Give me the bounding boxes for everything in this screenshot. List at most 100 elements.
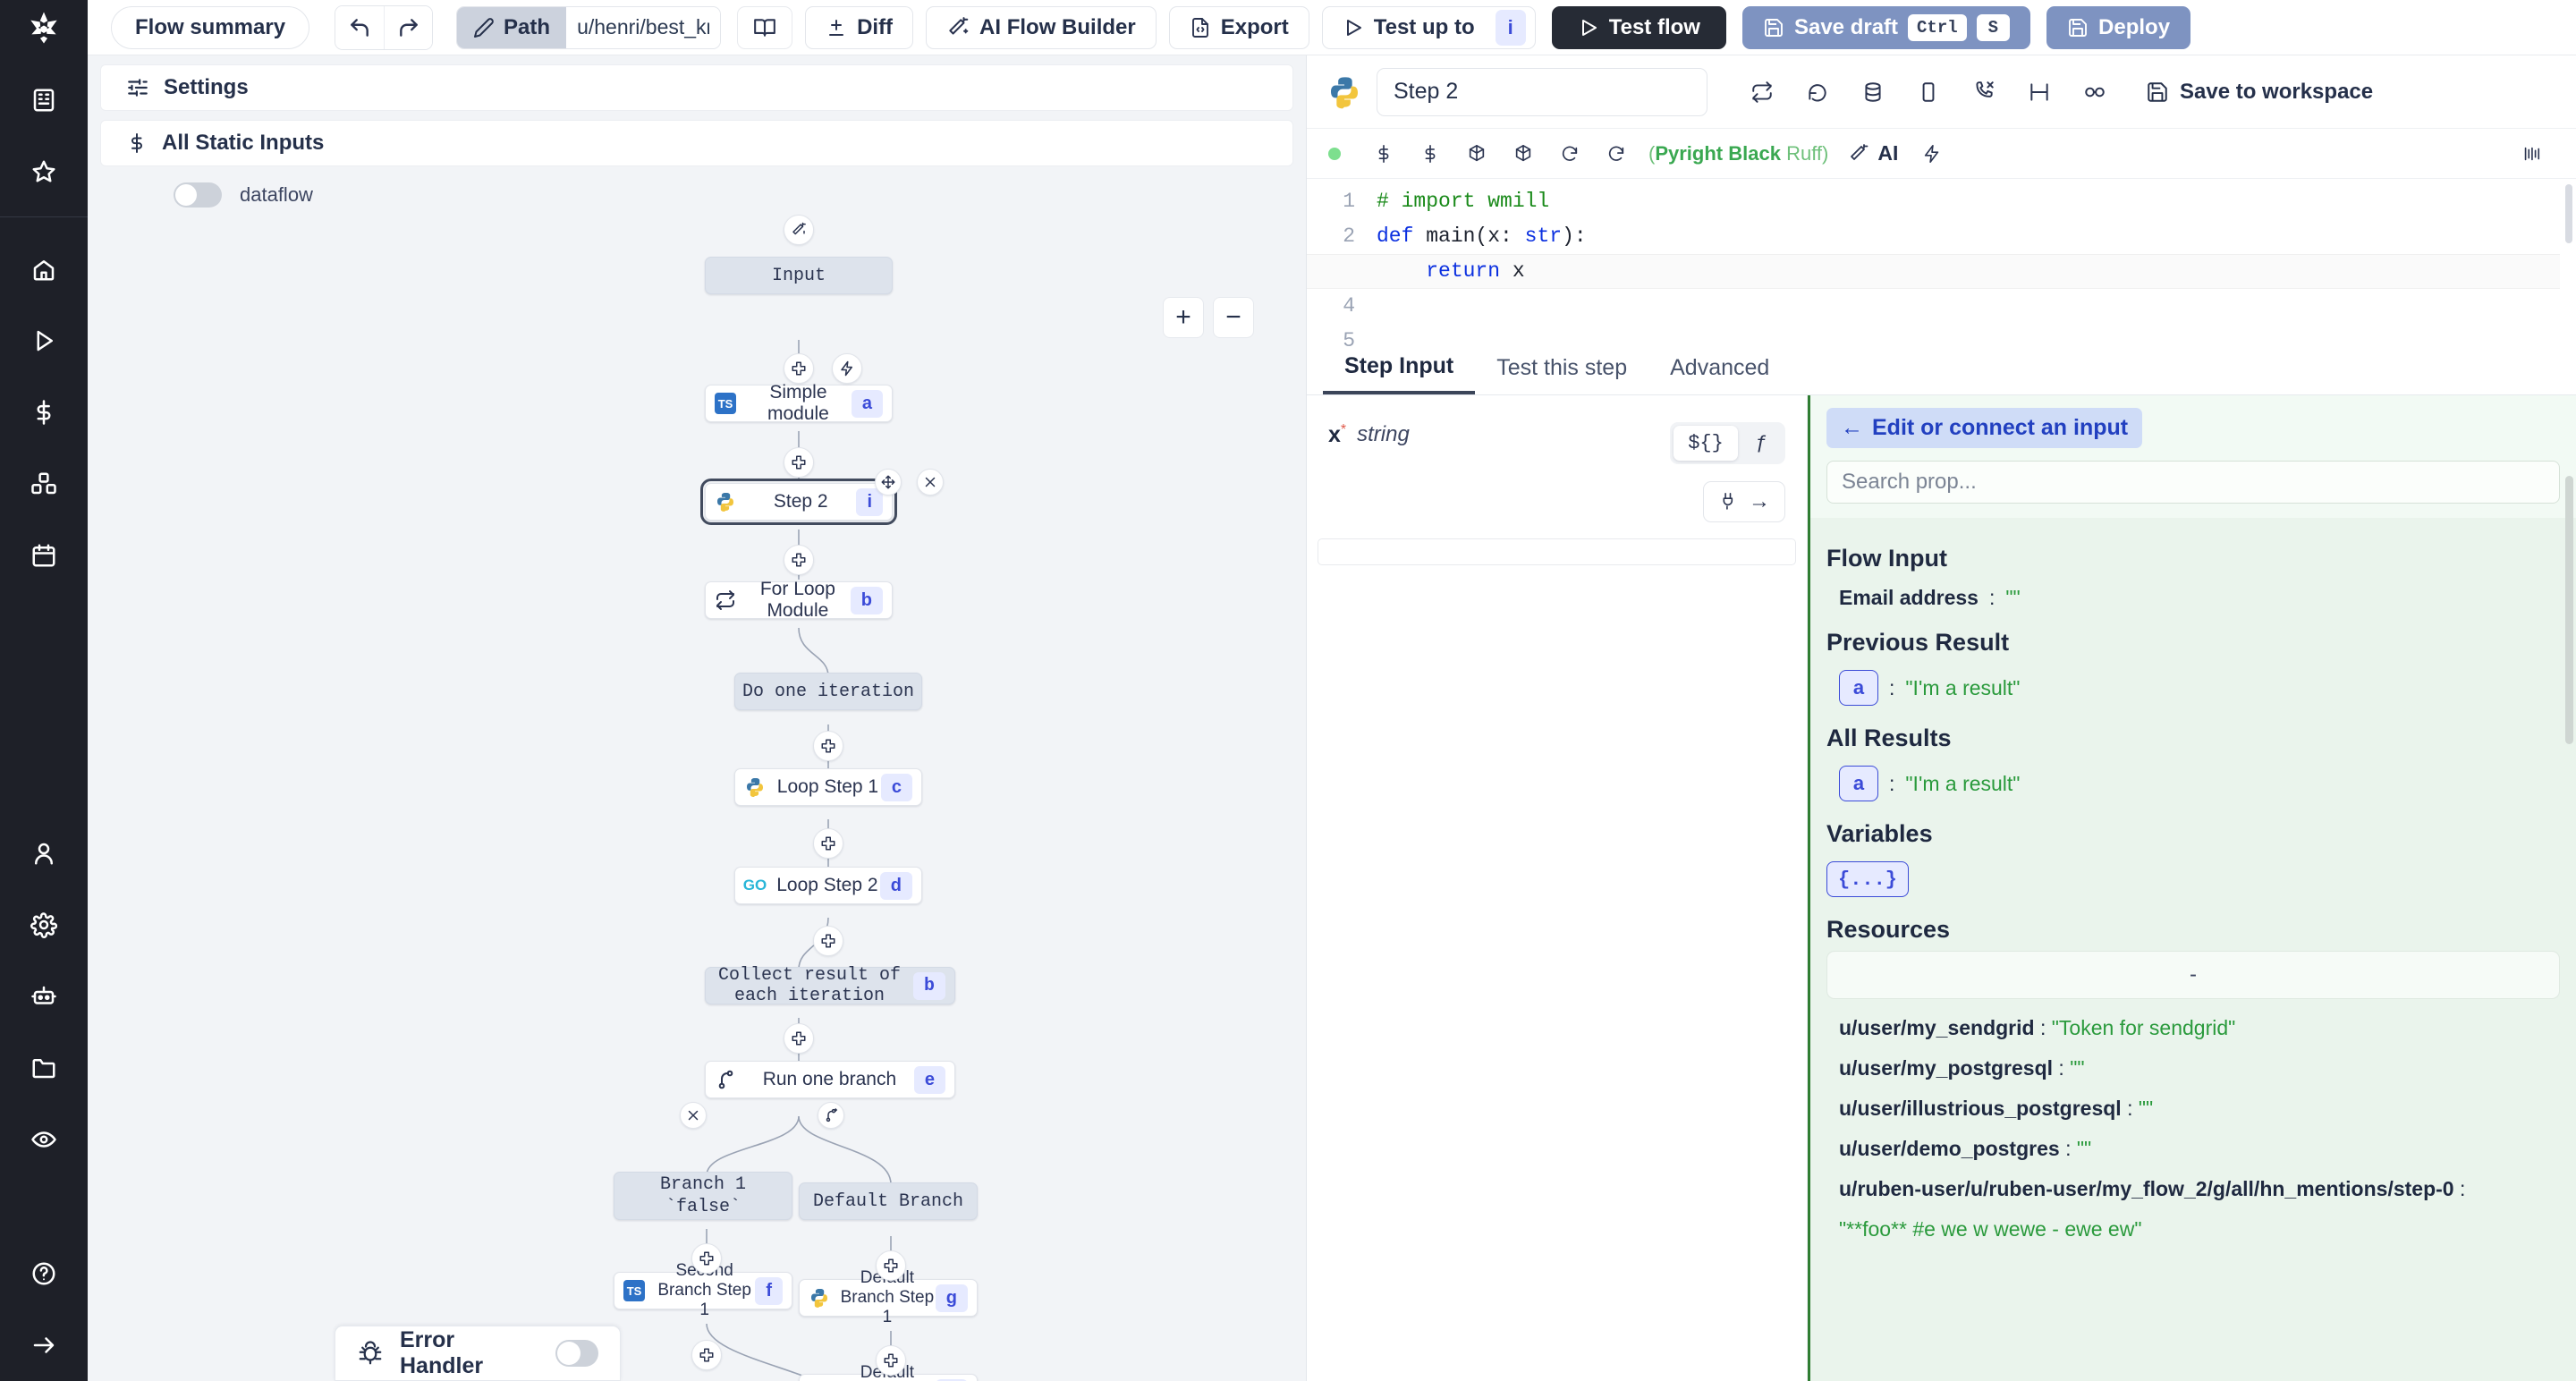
undo-icon[interactable]: [335, 6, 384, 49]
add-step-icon[interactable]: [876, 1345, 906, 1376]
add-step-icon[interactable]: [784, 545, 814, 575]
edit-or-connect-button[interactable]: ← Edit or connect an input: [1826, 408, 2142, 448]
export-button[interactable]: Export: [1169, 6, 1309, 49]
code-editor[interactable]: 1 2 3 4 5 # import wmill def main(x: str…: [1307, 179, 2576, 340]
add-step-icon[interactable]: [784, 447, 814, 478]
error-handler-panel[interactable]: Error Handler: [335, 1326, 621, 1381]
loop-icon[interactable]: [1734, 68, 1790, 116]
tab-advanced[interactable]: Advanced: [1648, 341, 1791, 394]
add-step-icon[interactable]: [691, 1243, 722, 1274]
node-step-2[interactable]: Step 2 i: [705, 483, 893, 521]
resource-row[interactable]: u/user/demo_postgres : "": [1826, 1129, 2560, 1169]
link-icon[interactable]: [2067, 68, 2123, 116]
flow-input-row[interactable]: Email address : "": [1826, 580, 2560, 616]
node-run-one-branch[interactable]: Run one branch e: [705, 1061, 955, 1098]
node-default-branch[interactable]: Default Branch: [799, 1182, 978, 1220]
split-icon[interactable]: [2012, 68, 2067, 116]
connect-panel-scrollbar[interactable]: [2565, 476, 2573, 744]
resource-row[interactable]: u/user/illustrious_postgresql : "": [1826, 1089, 2560, 1129]
folders-icon[interactable]: [18, 1042, 70, 1094]
dataflow-toggle[interactable]: [174, 182, 222, 208]
add-step-icon[interactable]: [691, 1340, 722, 1370]
refresh-icon[interactable]: [1546, 135, 1593, 173]
code-lines[interactable]: # import wmill def main(x: str): return …: [1371, 184, 2576, 340]
resource-row[interactable]: u/ruben-user/u/ruben-user/my_flow_2/g/al…: [1826, 1169, 2560, 1209]
save-draft-button[interactable]: Save draft Ctrl S: [1742, 6, 2030, 49]
resources-cubes-icon[interactable]: [18, 458, 70, 510]
redo-icon[interactable]: [384, 6, 432, 49]
delete-branch-icon[interactable]: [680, 1102, 707, 1129]
node-branch-1[interactable]: Branch 1 `false`: [614, 1172, 792, 1220]
favorites-star-icon[interactable]: [18, 146, 70, 198]
database-icon[interactable]: [1845, 68, 1901, 116]
mode-function-button[interactable]: ƒ: [1741, 426, 1782, 461]
dollar-icon[interactable]: [1360, 135, 1407, 173]
ai-assist-button[interactable]: AI: [1848, 141, 1898, 165]
package-icon[interactable]: [1453, 135, 1500, 173]
variables-row[interactable]: {...}: [1826, 855, 2560, 903]
move-node-icon[interactable]: [875, 469, 902, 496]
diff-button[interactable]: Diff: [805, 6, 913, 49]
audit-eye-icon[interactable]: [18, 1114, 70, 1165]
connect-panel-body[interactable]: Flow Input Email address : "" Previous R…: [1810, 518, 2576, 1381]
resource-row-value[interactable]: "**foo** #e we w wewe - ewe ew": [1826, 1209, 2560, 1250]
collapse-arrow-icon[interactable]: [18, 1319, 70, 1371]
settings-accordion[interactable]: Settings: [100, 64, 1293, 111]
variables-chip[interactable]: {...}: [1826, 861, 1909, 897]
error-handler-toggle[interactable]: [555, 1340, 598, 1367]
flow-graph-canvas[interactable]: Input TS Simple module a Step 2 i: [88, 208, 1306, 1381]
runs-play-icon[interactable]: [18, 315, 70, 367]
path-input[interactable]: [566, 7, 720, 48]
mode-template-button[interactable]: ${}: [1674, 426, 1738, 461]
flow-summary-button[interactable]: Flow summary: [111, 6, 309, 49]
minimap-icon[interactable]: [2508, 135, 2555, 173]
variables-dollar-icon[interactable]: [18, 386, 70, 438]
connect-input-button[interactable]: →: [1703, 481, 1785, 522]
resources-selector[interactable]: -: [1826, 951, 2560, 999]
add-step-icon[interactable]: [784, 1023, 814, 1054]
ai-wand-icon[interactable]: [784, 215, 814, 245]
node-loop-step-1[interactable]: Loop Step 1 c: [734, 768, 922, 806]
delete-node-icon[interactable]: [917, 469, 944, 496]
lightning-trigger-icon[interactable]: [832, 353, 862, 384]
previous-result-row[interactable]: a : "I'm a result": [1826, 664, 2560, 712]
node-for-loop-module[interactable]: For Loop Module b: [705, 581, 893, 619]
all-results-row[interactable]: a : "I'm a result": [1826, 759, 2560, 808]
tab-test-this-step[interactable]: Test this step: [1475, 341, 1648, 394]
windmill-logo[interactable]: [0, 0, 88, 55]
webhook-icon[interactable]: [1956, 68, 2012, 116]
package-icon[interactable]: [1500, 135, 1546, 173]
node-loop-step-2[interactable]: GO Loop Step 2 d: [734, 867, 922, 904]
add-step-icon[interactable]: [813, 828, 843, 859]
user-icon[interactable]: [18, 827, 70, 879]
add-step-icon[interactable]: [876, 1250, 906, 1281]
node-input[interactable]: Input: [705, 257, 893, 294]
resource-row[interactable]: u/user/my_sendgrid : "Token for sendgrid…: [1826, 1008, 2560, 1048]
deploy-button[interactable]: Deploy: [2046, 6, 2190, 49]
help-question-icon[interactable]: [18, 1248, 70, 1300]
add-step-icon[interactable]: [813, 926, 843, 956]
node-collect-result[interactable]: Collect result of each iteration b: [705, 967, 955, 1004]
book-icon[interactable]: [737, 6, 792, 49]
add-step-icon[interactable]: [813, 731, 843, 761]
schedules-calendar-icon[interactable]: [18, 530, 70, 581]
all-static-inputs-accordion[interactable]: All Static Inputs: [100, 120, 1293, 166]
arg-value-input[interactable]: [1318, 538, 1796, 565]
code-scrollbar[interactable]: [2565, 184, 2572, 243]
save-to-workspace-button[interactable]: Save to workspace: [2146, 80, 2373, 105]
search-prop-input[interactable]: [1826, 461, 2560, 504]
test-flow-button[interactable]: Test flow: [1552, 6, 1726, 49]
lightning-icon[interactable]: [1909, 135, 1955, 173]
frame-icon[interactable]: [1901, 68, 1956, 116]
path-label-chip[interactable]: Path: [457, 7, 566, 48]
home-icon[interactable]: [18, 243, 70, 295]
worker-robot-icon[interactable]: [18, 970, 70, 1022]
settings-gear-icon[interactable]: [18, 899, 70, 951]
result-chip[interactable]: a: [1839, 766, 1878, 801]
node-default-branch-step-1[interactable]: Default Branch Step 1 g: [799, 1279, 978, 1317]
ai-flow-builder-button[interactable]: AI Flow Builder: [926, 6, 1157, 49]
history-icon[interactable]: [1790, 68, 1845, 116]
add-step-icon[interactable]: [784, 353, 814, 384]
node-simple-module[interactable]: TS Simple module a: [705, 385, 893, 422]
result-chip[interactable]: a: [1839, 670, 1878, 706]
